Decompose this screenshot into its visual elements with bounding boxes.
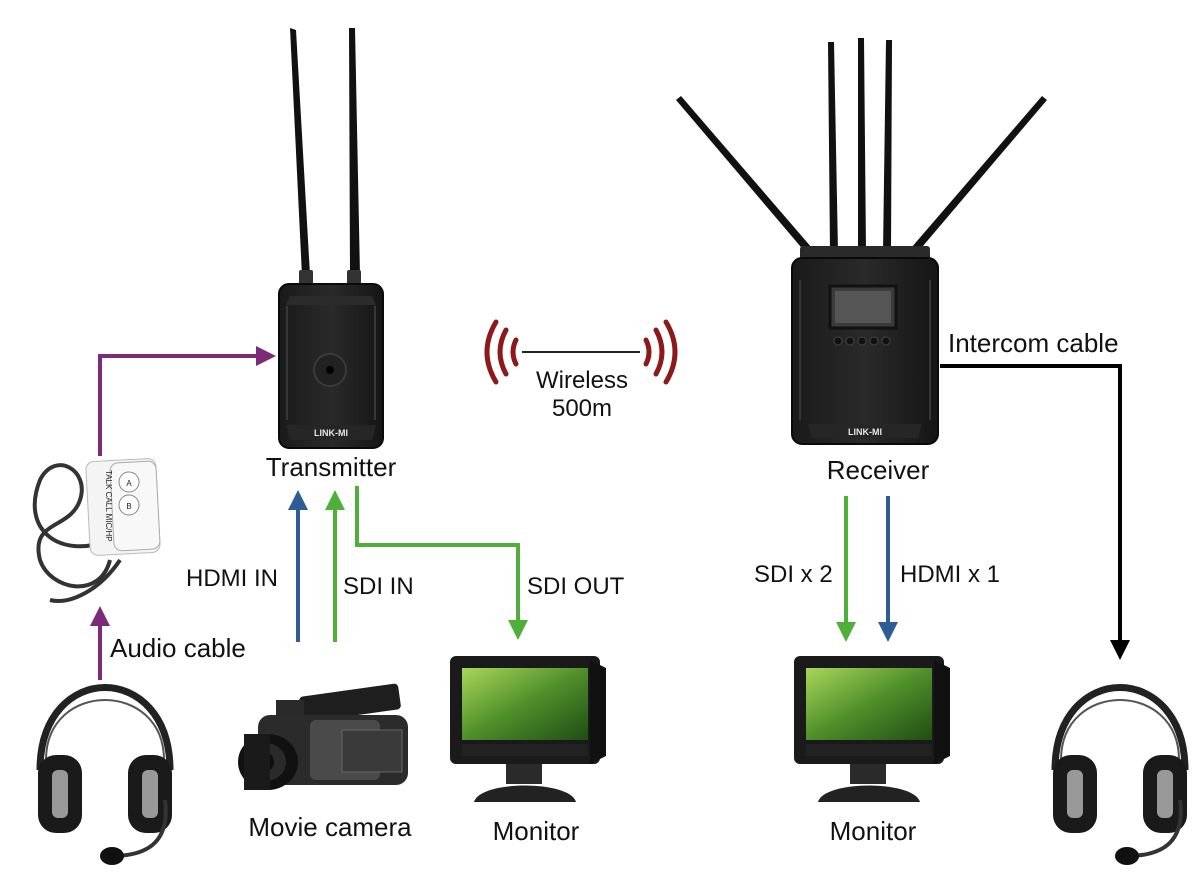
hdmi-x1-label: HDMI x 1 xyxy=(900,561,1000,588)
headset-left-icon xyxy=(36,684,174,865)
monitor-rx-icon xyxy=(794,656,950,802)
intercom-cable-arrow xyxy=(940,364,1130,660)
receiver-label: Receiver xyxy=(827,455,930,485)
receiver-brand-label: LINK-MI xyxy=(848,427,882,437)
intercom-remote: A B TALK CALL MIC/HP xyxy=(32,458,161,603)
remote-button-a-label: A xyxy=(126,479,132,488)
wireless-signal-icon xyxy=(484,319,678,385)
hdmi-in-label: HDMI IN xyxy=(186,565,278,592)
monitor-rx-label: Monitor xyxy=(830,816,917,846)
transmitter-brand-label: LINK-MI xyxy=(314,428,348,438)
receiver-antenna xyxy=(828,42,838,252)
receiver-antenna xyxy=(858,38,866,252)
sdi-x2-label: SDI x 2 xyxy=(754,561,833,588)
sdi-out-arrow xyxy=(355,486,528,640)
audio-cable-label: Audio cable xyxy=(110,633,246,663)
receiver-antenna xyxy=(883,40,892,252)
remote-to-transmitter-arrow xyxy=(98,346,276,456)
transmitter-antenna xyxy=(290,28,313,286)
wireless-label: Wireless xyxy=(536,367,628,394)
sdi-in-label: SDI IN xyxy=(343,573,414,600)
monitor-tx-icon xyxy=(450,656,606,802)
intercom-cable-label: Intercom cable xyxy=(948,328,1119,358)
headset-right-icon xyxy=(1051,684,1189,865)
remote-button-b-label: B xyxy=(126,502,131,511)
wireless-range-label: 500m xyxy=(552,395,612,422)
receiver-device: LINK-MI xyxy=(676,38,1047,445)
sdi-out-label: SDI OUT xyxy=(527,573,625,600)
transmitter-antenna xyxy=(347,28,361,286)
transmitter-device: LINK-MI xyxy=(278,28,384,449)
receiver-antenna xyxy=(676,96,812,253)
movie-camera-icon xyxy=(238,683,408,790)
movie-camera-label: Movie camera xyxy=(248,812,412,842)
remote-side-text: TALK CALL MIC/HP xyxy=(104,470,113,542)
transmitter-label: Transmitter xyxy=(266,452,397,482)
receiver-antenna xyxy=(911,96,1047,253)
monitor-tx-label: Monitor xyxy=(493,816,580,846)
